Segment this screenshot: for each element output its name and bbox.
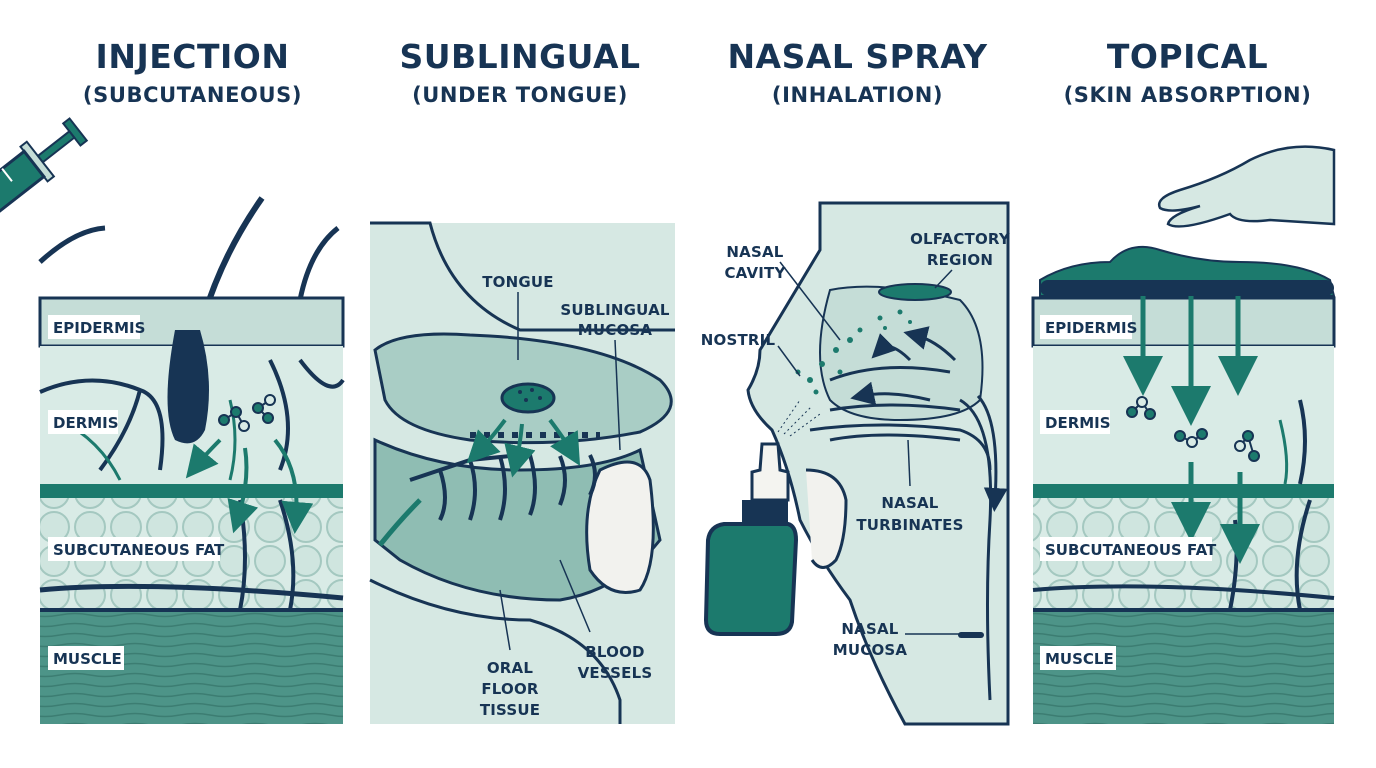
blood-vessels-label: BLOOD — [585, 643, 644, 661]
fat-label-box — [48, 537, 220, 561]
molecule-icon — [1126, 396, 1260, 462]
sublingual-mucosa-label: SUBLINGUAL — [560, 301, 670, 319]
sublingual-panel: TONGUE SUBLINGUAL MUCOSA ORAL FLOOR TISS… — [369, 221, 675, 724]
sublingual-title-block: SUBLINGUAL (UNDER TONGUE) — [365, 38, 675, 108]
nasal-cavity-label-2: CAVITY — [724, 264, 786, 282]
epidermis-label: EPIDERMIS — [1045, 319, 1137, 337]
jaw-bone — [585, 460, 655, 594]
topical-panel: EPIDERMIS DERMIS SUBCUTANEOUS FAT MUSCLE — [1031, 145, 1336, 724]
absorption-arrow — [466, 418, 507, 464]
absorption-arrow — [273, 438, 314, 534]
fat-label: SUBCUTANEOUS FAT — [53, 541, 225, 559]
sublingual-subtitle: (UNDER TONGUE) — [412, 83, 628, 107]
nasal-mucosa-label: NASAL — [841, 620, 898, 638]
injection-title-block: INJECTION (SUBCUTANEOUS) — [40, 38, 345, 108]
epidermis-label-box — [48, 315, 140, 339]
oral-floor-label-3: TISSUE — [480, 701, 540, 719]
fat-label-box — [1040, 537, 1212, 561]
spray-bottle-icon — [703, 442, 799, 636]
muscle-label: MUSCLE — [53, 650, 122, 668]
absorption-arrow — [504, 423, 536, 478]
nostril-label: NOSTRIL — [701, 331, 776, 349]
tablet-icon — [500, 382, 556, 414]
epidermis-label-box — [1040, 315, 1132, 339]
nasal-cavity-label: NASAL — [726, 243, 783, 261]
nasal-panel: NASAL CAVITY OLFACTORY REGION NOSTRIL NA… — [701, 201, 1011, 726]
nasal-title-block: NASAL SPRAY (INHALATION) — [700, 38, 1015, 108]
syringe-icon — [0, 117, 89, 247]
oral-floor-label: ORAL — [487, 659, 534, 677]
epidermis-label: EPIDERMIS — [53, 319, 145, 337]
nasal-subtitle: (INHALATION) — [771, 83, 944, 107]
blood-vessels-label-2: VESSELS — [578, 664, 653, 682]
olfactory-label: OLFACTORY — [910, 230, 1011, 248]
olfactory-region-shape — [878, 283, 952, 301]
hand-icon — [1157, 145, 1336, 228]
hair-strand — [38, 225, 106, 264]
turbinates-shape — [829, 366, 961, 442]
dermis-label-box — [1040, 410, 1110, 434]
turbinates-label-2: TURBINATES — [856, 516, 963, 534]
muscle-label-box — [48, 646, 124, 670]
sublingual-vessels — [409, 453, 597, 521]
injection-panel: EPIDERMIS DERMIS SUBCUTANEOUS FAT MUSCLE — [0, 117, 345, 724]
olfactory-label-2: REGION — [927, 251, 993, 269]
dermis-border — [1033, 484, 1334, 498]
sublingual-mucosa-label-2: MUCOSA — [578, 321, 653, 339]
cream-base — [1040, 280, 1334, 296]
dermis-border — [40, 484, 343, 498]
absorption-arrow — [548, 418, 581, 466]
blood-vessels — [39, 358, 345, 472]
muscle-label: MUSCLE — [1045, 650, 1114, 668]
turbinates-label: NASAL — [881, 494, 938, 512]
hair-follicle — [167, 330, 209, 444]
injection-subtitle: (SUBCUTANEOUS) — [82, 83, 303, 107]
dermis-label: DERMIS — [1045, 414, 1111, 432]
molecule-icon — [218, 394, 276, 432]
topical-title-block: TOPICAL (SKIN ABSORPTION) — [1030, 38, 1345, 108]
absorption-arrow — [185, 438, 222, 479]
blood-vessels — [1032, 399, 1335, 611]
hair-strand — [297, 226, 340, 301]
muscle-label-box — [1040, 646, 1116, 670]
topical-subtitle: (SKIN ABSORPTION) — [1063, 83, 1312, 107]
spray-particles — [795, 309, 912, 395]
fat-label: SUBCUTANEOUS FAT — [1045, 541, 1217, 559]
absorption-arrow — [227, 447, 259, 534]
injection-title: INJECTION — [95, 37, 290, 76]
nasal-title: NASAL SPRAY — [727, 37, 988, 76]
dermis-label-box — [48, 410, 118, 434]
oral-floor-label-2: FLOOR — [481, 680, 539, 698]
topical-title: TOPICAL — [1106, 37, 1269, 76]
dermis-label: DERMIS — [53, 414, 119, 432]
tongue-label: TONGUE — [482, 273, 553, 291]
sublingual-title: SUBLINGUAL — [399, 37, 641, 76]
nasal-mucosa-label-2: MUCOSA — [833, 641, 908, 659]
